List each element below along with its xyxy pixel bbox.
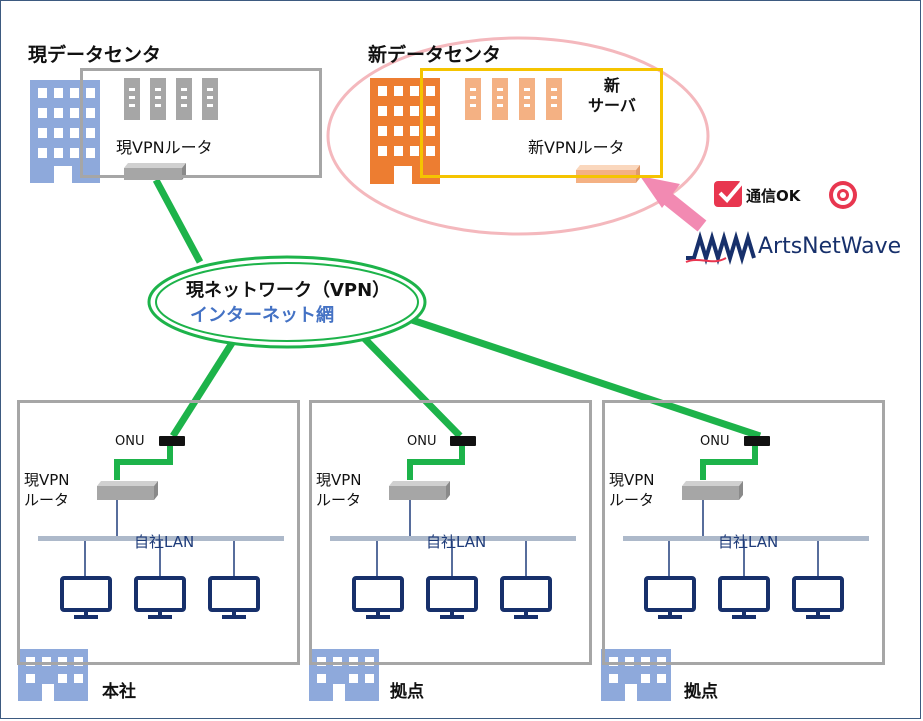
- onu-icon: [450, 436, 476, 446]
- site-box-3: [602, 400, 885, 665]
- site-building-icons: [18, 649, 671, 701]
- lan-bar-site2: [330, 536, 576, 541]
- new-server-label: 新 サーバ: [588, 76, 636, 115]
- new-dc-highlight-ellipse: [326, 36, 710, 236]
- onu-links: [114, 446, 758, 480]
- site-box-2: [309, 400, 592, 665]
- site-box-hq: [17, 400, 300, 665]
- network-ellipse-inner: [155, 262, 419, 342]
- lan-pc-lines: [84, 541, 819, 577]
- current-dc-building-icon: [30, 80, 100, 183]
- network-subtitle: インターネット網: [190, 305, 334, 326]
- current-dc-title: 現データセンタ: [28, 44, 162, 66]
- onu-link-site3: [700, 446, 758, 480]
- router-lan-lines: [116, 500, 704, 536]
- router-icon: [389, 481, 450, 500]
- onu-icon: [744, 436, 770, 446]
- pc-icon: [500, 576, 552, 619]
- pc-icon: [792, 576, 844, 619]
- target-icon: [829, 181, 857, 209]
- router-icon: [682, 481, 743, 500]
- link-network-to-site3: [410, 316, 762, 440]
- pc-icon: [718, 576, 770, 619]
- link-dc-to-network: [152, 178, 204, 264]
- lan-label-hq: 自社LAN: [134, 533, 195, 551]
- new-dc-box: [420, 68, 663, 178]
- current-server-rack-icon: [124, 78, 218, 120]
- new-server-rack-icon: [465, 78, 562, 120]
- lan-label-site2: 自社LAN: [426, 533, 487, 551]
- pc-icon: [644, 576, 696, 619]
- office-building-icon: [601, 649, 671, 701]
- pc-icon: [426, 576, 478, 619]
- check-icon: [714, 178, 746, 207]
- site-name-hq: 本社: [102, 682, 136, 702]
- router-label-hq: 現VPN ルータ: [24, 471, 70, 509]
- artsnetwave-logo-icon: [685, 231, 756, 265]
- onu-link-site2: [407, 446, 465, 480]
- onu-label-hq: ONU: [115, 434, 145, 449]
- new-dc-title: 新データセンタ: [368, 44, 502, 66]
- pc-icons: [60, 576, 844, 619]
- current-dc-router-label: 現VPNルータ: [116, 138, 213, 157]
- office-building-icon: [309, 649, 379, 701]
- current-dc-box: [80, 68, 322, 178]
- router-icon: [97, 481, 158, 500]
- brand-name: ArtsNetWave: [758, 234, 902, 259]
- router-label-site3: 現VPN ルータ: [609, 471, 655, 509]
- status-text: 通信OK: [746, 187, 801, 205]
- site-name-3: 拠点: [684, 682, 718, 702]
- link-network-to-site2: [359, 333, 463, 439]
- network-title: 現ネットワーク（VPN）: [186, 280, 391, 301]
- onu-icons: [159, 436, 770, 446]
- site-router-icons: [97, 481, 743, 500]
- lan-bar-site3: [623, 536, 869, 541]
- site-name-2: 拠点: [390, 682, 424, 702]
- onu-label-site3: ONU: [700, 434, 730, 449]
- pc-icon: [208, 576, 260, 619]
- vpn-links: [152, 178, 762, 440]
- new-dc-building-icon: [370, 78, 440, 184]
- office-building-icon: [18, 649, 88, 701]
- onu-icon: [159, 436, 185, 446]
- network-ellipse-outer: [147, 255, 427, 349]
- pc-icon: [60, 576, 112, 619]
- lan-label-site3: 自社LAN: [718, 533, 779, 551]
- lan-bar-hq: [38, 536, 284, 541]
- onu-label-site2: ONU: [407, 434, 437, 449]
- pink-arrow-icon: [640, 176, 707, 232]
- router-label-site2: 現VPN ルータ: [316, 471, 362, 509]
- new-dc-router-label: 新VPNルータ: [528, 138, 625, 157]
- pc-icon: [352, 576, 404, 619]
- pc-icon: [134, 576, 186, 619]
- onu-link-hq: [114, 446, 173, 480]
- link-network-to-hq: [170, 341, 235, 438]
